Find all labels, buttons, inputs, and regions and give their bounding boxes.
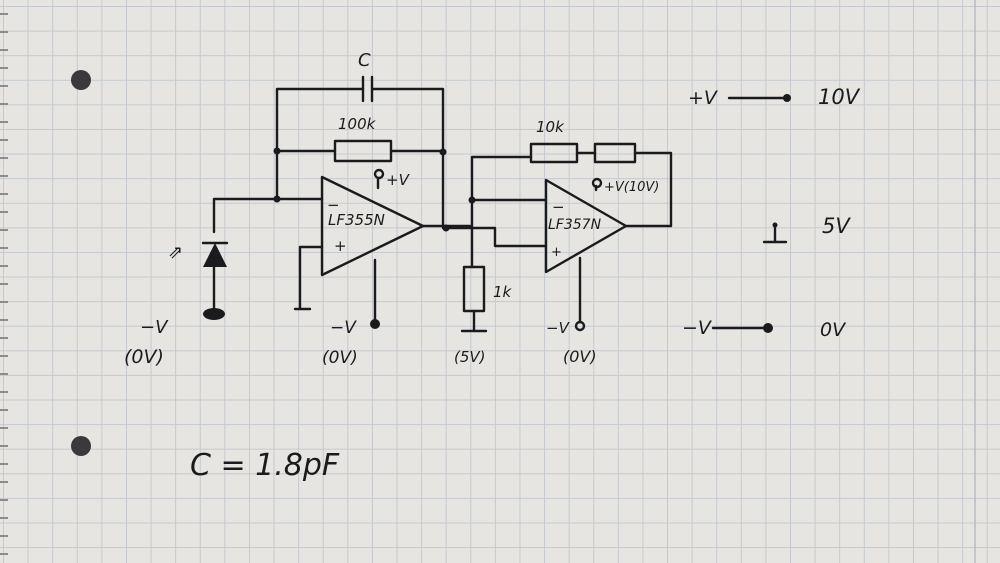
opamp1-neg-note-label: (0V) — [322, 348, 358, 368]
opamp2-name-label: LF357N — [548, 217, 602, 233]
junction-inverting — [468, 196, 476, 204]
inverting-input-wire — [212, 197, 324, 234]
junction-output — [442, 224, 450, 232]
resistor-10k-a — [529, 142, 579, 164]
junction-dots — [273, 147, 476, 232]
opamp2-neg-note-label: (0V) — [563, 347, 597, 366]
capacitor-feedback-wire — [275, 87, 445, 200]
junction-feedback-right — [439, 148, 447, 156]
opamp1-neg-supply-label: −V — [330, 318, 357, 338]
junction-feedback-left — [273, 195, 281, 203]
punch-hole-top — [71, 70, 91, 90]
opamp2-plus-label: + — [551, 245, 562, 260]
opamp2-neg-supply-label: −V — [546, 319, 571, 337]
noninverting-input-wire — [293, 245, 324, 311]
opamp2-negative-supply-node — [574, 320, 586, 332]
opamp-lf355n — [320, 175, 425, 277]
legend-pos-value-label: 10V — [818, 85, 861, 109]
resistor-10k-label: 10k — [536, 118, 565, 136]
opamp-lf357n — [544, 178, 628, 274]
legend-mid-symbol — [762, 223, 788, 244]
punch-hole-bottom — [71, 436, 91, 456]
photodiode-light-label: ⇗ — [168, 242, 183, 263]
resistor-1k-wire-bottom — [460, 309, 488, 333]
left-neg-supply-label: −V — [140, 317, 169, 338]
opamp2-positive-supply-node — [591, 177, 603, 189]
legend-neg-symbol-label: −V — [682, 317, 713, 339]
legend-pos-symbol-label: +V — [688, 87, 719, 109]
junction-feedback-left-top — [273, 147, 281, 155]
notebook-binding — [0, 0, 976, 563]
legend-negative-node — [763, 323, 773, 333]
resistor-1k — [462, 265, 486, 313]
photodiode-ground-node — [203, 308, 225, 320]
opamp1-plus-label: + — [334, 237, 347, 255]
legend-mid-value-label: 5V — [822, 214, 851, 238]
opamp2-minus-label: − — [552, 198, 565, 216]
amplifier-stage — [446, 142, 673, 333]
resistor-100k — [333, 139, 393, 163]
opamp1-supply-label: +V — [386, 171, 411, 189]
legend-mid-dot — [772, 222, 778, 228]
spiral-edge — [0, 13, 8, 555]
mid-note-label: (5V) — [454, 348, 486, 366]
resistor-100k-label: 100k — [338, 115, 377, 133]
capacitor-value-label: C = 1.8pF — [190, 448, 340, 483]
legend-neg-value-label: 0V — [820, 319, 847, 341]
resistor-10k-b — [593, 142, 637, 164]
opamp1-positive-supply-node — [373, 168, 385, 180]
opamp2-inverting-wire — [470, 151, 673, 228]
opamp2-supply-label: +V(10V) — [604, 180, 659, 195]
capacitor-label: C — [358, 50, 371, 71]
opamp1-minus-label: − — [327, 196, 340, 214]
opamp1-negative-supply-node — [370, 319, 380, 329]
opamp1-name-label: LF355N — [328, 211, 385, 229]
left-neg-note-label: (0V) — [124, 346, 164, 368]
legend-positive-node — [783, 94, 791, 102]
photodiode-body — [203, 243, 227, 267]
labels: C 100k LF355N +V − + ⇗ −V (0V) −V (0V) 1… — [124, 50, 861, 483]
resistor-1k-label: 1k — [493, 283, 513, 301]
supply-legend — [711, 94, 791, 333]
opamp2-noninv-wire — [446, 226, 548, 248]
